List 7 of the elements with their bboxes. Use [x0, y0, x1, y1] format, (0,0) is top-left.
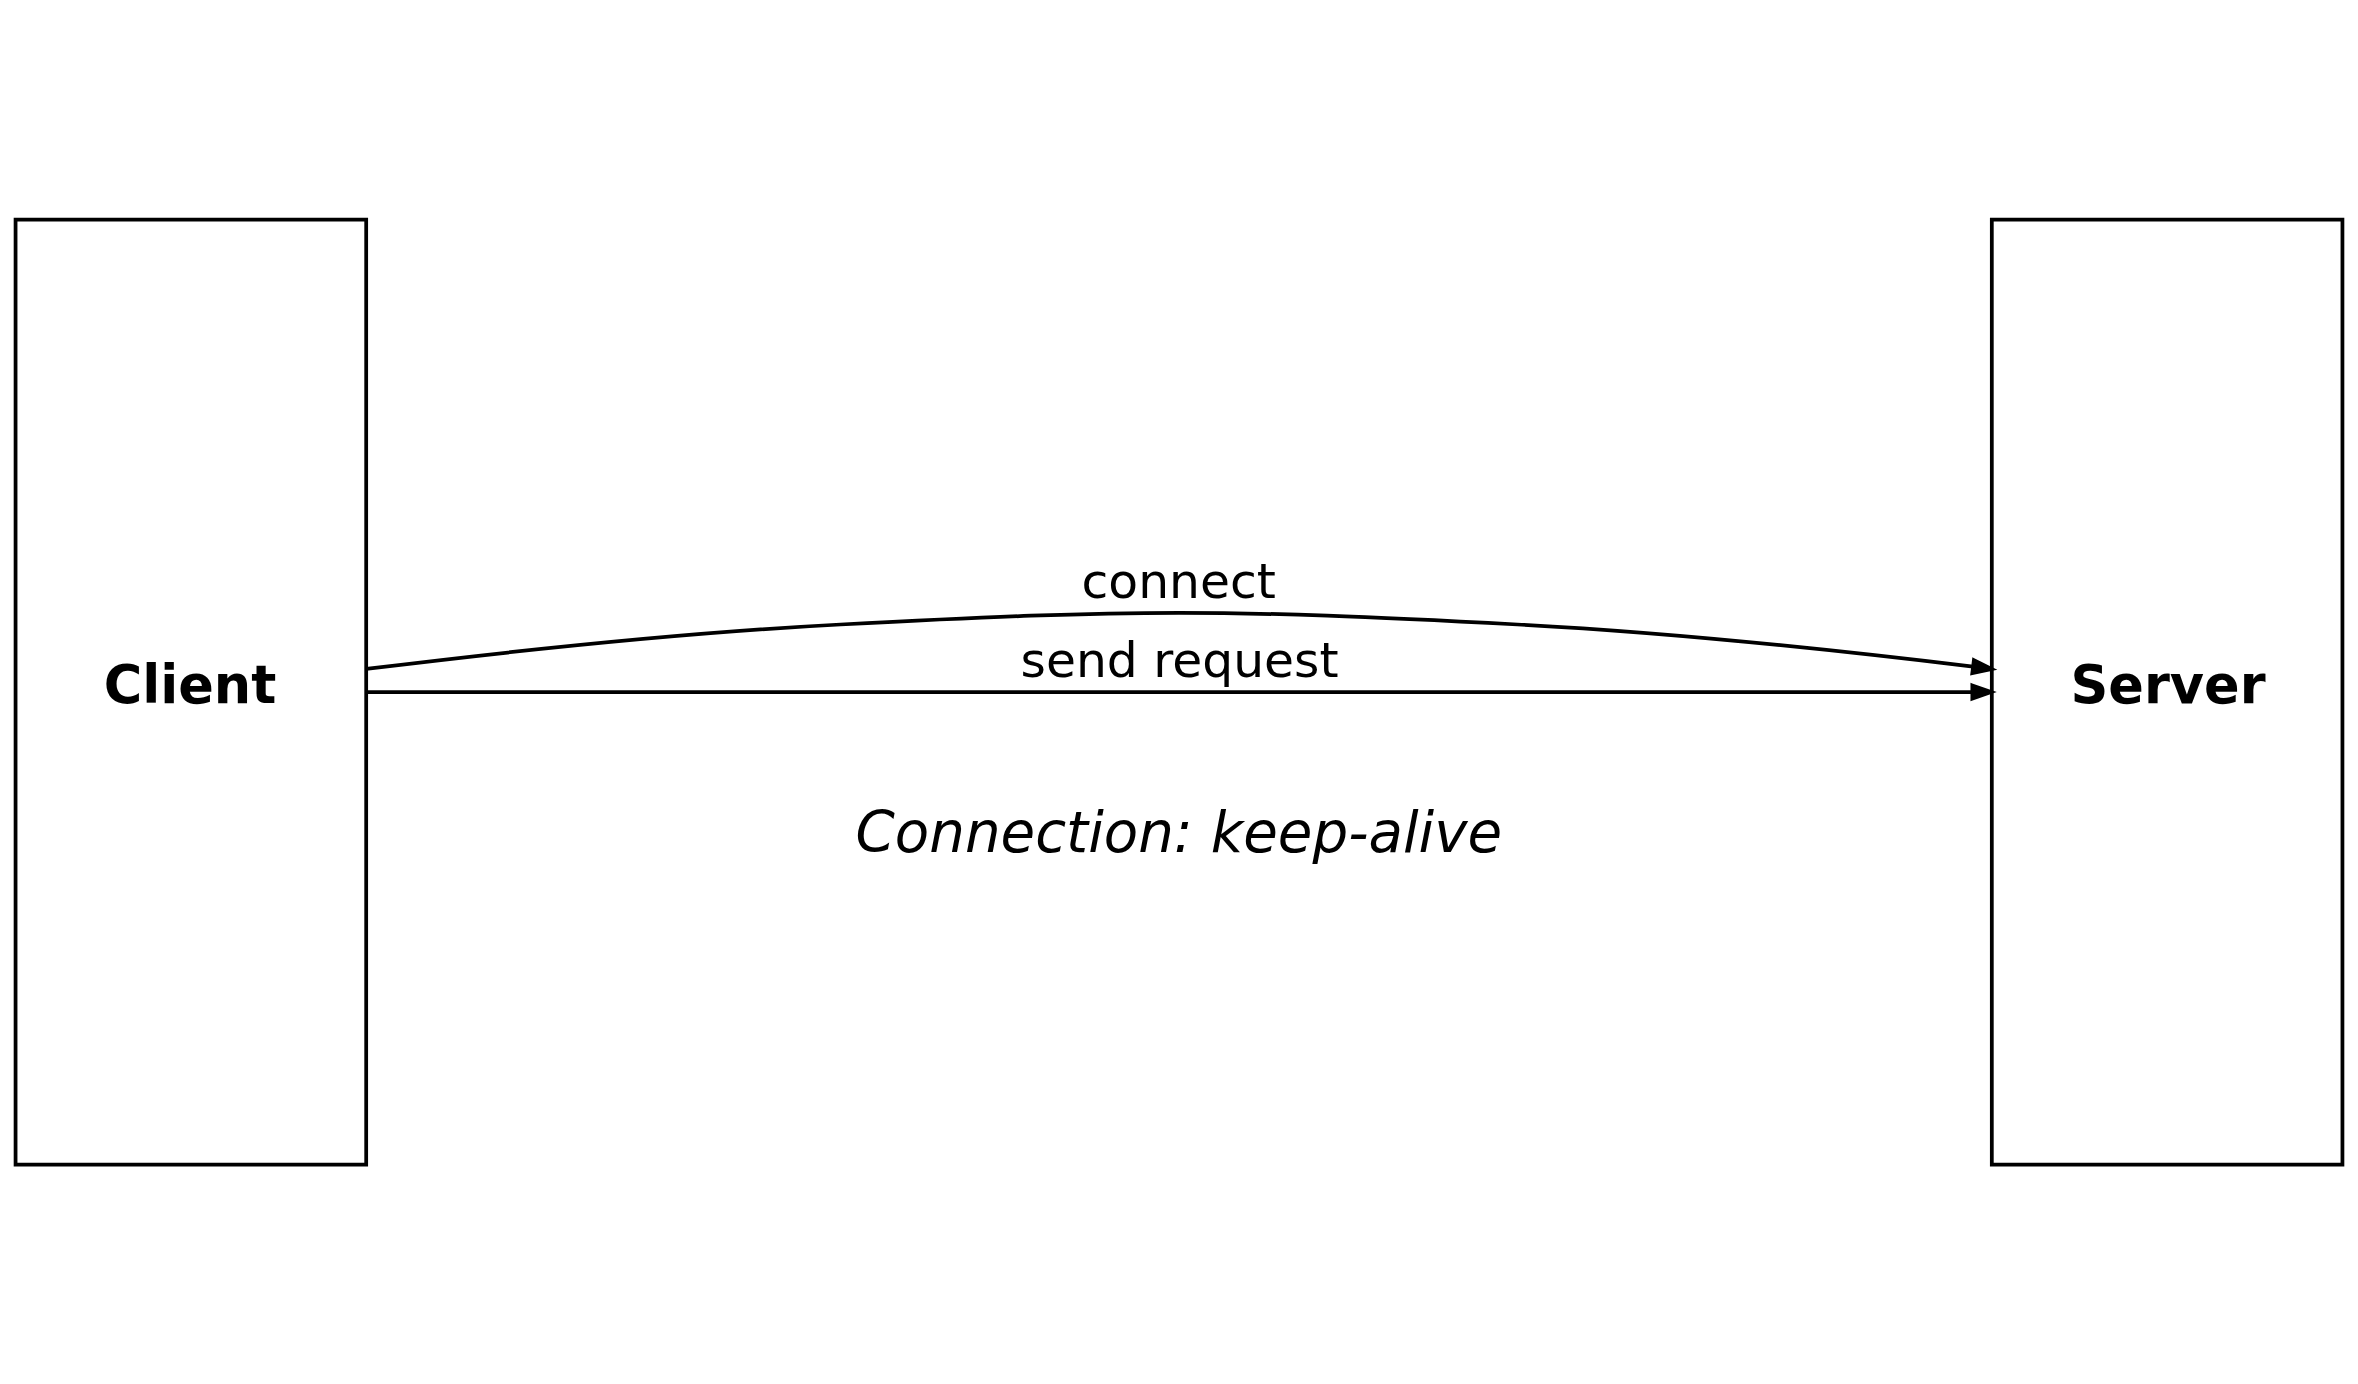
edge-label: send request [1020, 631, 1339, 688]
arrow [366, 610, 1998, 676]
node-box: Server [1989, 217, 2345, 1167]
label: Connection: keep-alive [855, 800, 1503, 866]
arrow [366, 682, 1997, 702]
node-box: Client [13, 217, 369, 1167]
edge-label: connect [1081, 552, 1276, 609]
